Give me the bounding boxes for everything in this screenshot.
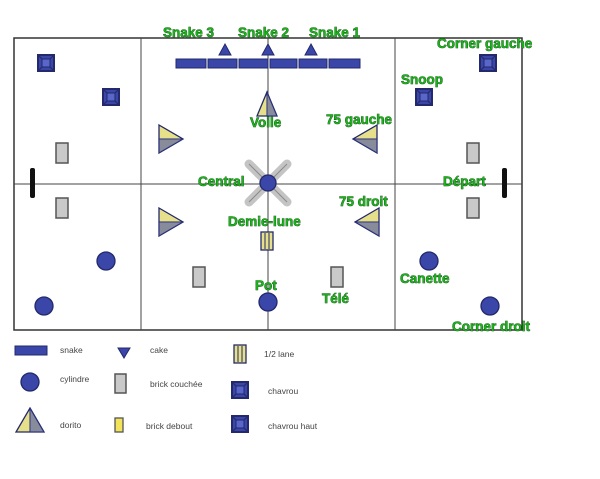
legend-half-lane-label: 1/2 lane <box>264 349 295 359</box>
brick-left-lower <box>55 197 69 219</box>
chavrou-top-left <box>37 54 55 72</box>
brick-right-lower <box>466 197 480 219</box>
brick-bottom-left <box>192 266 206 288</box>
central-bunker <box>244 159 292 207</box>
cylinder-canette <box>419 251 439 271</box>
legend-brick-debout-label: brick debout <box>146 421 193 431</box>
legend-snake-label: snake <box>60 345 83 355</box>
legend-chavrou-haut-label: chavrou haut <box>268 421 318 431</box>
legend-chavrou-swatch <box>231 381 249 399</box>
brick-left-upper <box>55 142 69 164</box>
legend-chavrou-haut-swatch <box>231 415 249 433</box>
label-demie-lune: Demie-lune <box>228 214 301 229</box>
label-tele: Télé <box>322 291 350 306</box>
label-pot: Pot <box>255 278 277 293</box>
legend-chavrou-label: chavrou <box>268 386 299 396</box>
label-snoop: Snoop <box>401 72 443 87</box>
start-gate-left <box>30 168 35 198</box>
label-central: Central <box>198 174 245 189</box>
start-gate-right <box>502 168 507 198</box>
label-75-gauche: 75 gauche <box>326 112 393 127</box>
legend-cake-swatch <box>117 347 131 359</box>
cake-snake-1 <box>304 42 318 56</box>
snake-cakes <box>218 42 318 56</box>
legend-brick-debout-swatch <box>114 417 124 433</box>
legend-snake-swatch <box>14 345 48 356</box>
legend-dorito-swatch <box>14 406 46 433</box>
cake-snake-2 <box>261 42 275 56</box>
chavrou-snoop <box>415 88 433 106</box>
label-voile: Voile <box>250 115 282 130</box>
legend: snake cake 1/2 lane cylindre brick couch… <box>14 344 318 433</box>
legend-brick-couchee-swatch <box>114 373 127 394</box>
chavrou-corner-gauche <box>479 54 497 72</box>
label-snake-3: Snake 3 <box>163 25 215 40</box>
cylinder-bottom-left <box>34 296 54 316</box>
legend-cylindre-label: cylindre <box>60 374 90 384</box>
snake-bunker <box>175 58 361 69</box>
legend-cylindre-swatch <box>20 372 40 392</box>
half-lane-demie-lune <box>260 231 274 251</box>
legend-cake-label: cake <box>150 345 168 355</box>
brick-tele <box>330 266 344 288</box>
legend-half-lane-swatch <box>233 344 247 364</box>
chavrou-left <box>102 88 120 106</box>
cylinder-pot <box>258 292 278 312</box>
legend-brick-couchee-label: brick couchée <box>150 379 203 389</box>
label-corner-droit: Corner droit <box>452 319 531 334</box>
cylinder-corner-droit <box>480 296 500 316</box>
label-corner-gauche: Corner gauche <box>437 36 533 51</box>
brick-right-upper <box>466 142 480 164</box>
label-depart: Départ <box>443 174 486 189</box>
label-snake-1: Snake 1 <box>309 25 361 40</box>
label-snake-2: Snake 2 <box>238 25 289 40</box>
cake-snake-3 <box>218 42 232 56</box>
label-canette: Canette <box>400 271 450 286</box>
label-75-droit: 75 droit <box>339 194 388 209</box>
legend-dorito-label: dorito <box>60 420 82 430</box>
cylinder-left <box>96 251 116 271</box>
